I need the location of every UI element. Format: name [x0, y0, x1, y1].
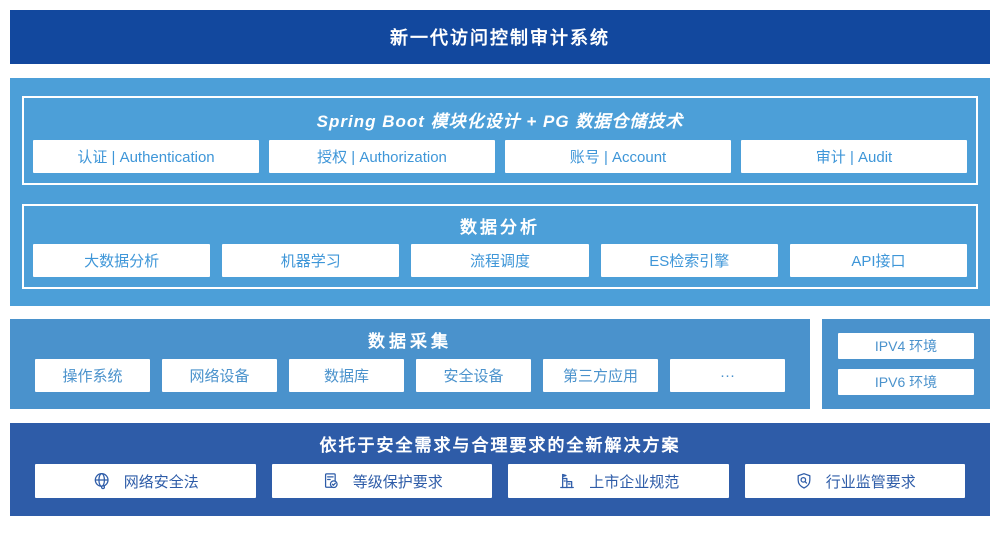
solution-title: 依托于安全需求与合理要求的全新解决方案 [319, 436, 681, 455]
solution-section: 依托于安全需求与合理要求的全新解决方案 网络安全法 [10, 423, 990, 516]
ipv4-chip: IPV4 环境 [838, 333, 974, 359]
solution-chip-listed-company: 上市企业规范 [508, 464, 729, 498]
collection-chip-network-device: 网络设备 [162, 359, 277, 392]
data-analysis-title: 数据分析 [460, 217, 540, 237]
analysis-chip-es-search: ES检索引擎 [600, 244, 778, 277]
analysis-chip-bigdata: 大数据分析 [33, 244, 211, 277]
data-collection-title: 数据采集 [368, 331, 452, 351]
solution-chip-protection-level: 等级保护要求 [271, 464, 492, 498]
collection-chip-os: 操作系统 [35, 359, 150, 392]
analysis-chip-machine-learning: 机器学习 [222, 244, 400, 277]
module-chip-account: 账号 | Account [505, 140, 731, 173]
platform-section: Spring Boot 模块化设计 + PG 数据仓储技术 认证 | Authe… [10, 78, 990, 306]
solution-chip-cybersecurity-law: 网络安全法 [35, 464, 256, 498]
springboot-module-title: Spring Boot 模块化设计 + PG 数据仓储技术 [316, 111, 684, 131]
globe-icon [92, 471, 112, 491]
ipv6-chip: IPV6 环境 [838, 369, 974, 395]
data-collection-row: 操作系统 网络设备 数据库 安全设备 第三方应用 ··· [10, 359, 810, 392]
module-chip-authentication: 认证 | Authentication [33, 140, 259, 173]
analysis-chip-scheduling: 流程调度 [411, 244, 589, 277]
data-analysis-block: 数据分析 大数据分析 机器学习 流程调度 ES检索引擎 API接口 [22, 204, 978, 289]
solution-row: 网络安全法 等级保护要求 [10, 464, 990, 498]
module-chip-audit: 审计 | Audit [741, 140, 967, 173]
analysis-chip-api: API接口 [789, 244, 968, 277]
network-environment-section: IPV4 环境 IPV6 环境 [822, 319, 990, 409]
solution-chip-industry-regulation: 行业监管要求 [744, 464, 965, 498]
module-chip-authorization: 授权 | Authorization [269, 140, 495, 173]
solution-chip-label: 网络安全法 [123, 473, 199, 491]
springboot-module-block: Spring Boot 模块化设计 + PG 数据仓储技术 认证 | Authe… [22, 96, 978, 185]
shield-search-icon [794, 471, 814, 491]
collection-chip-more: ··· [670, 359, 785, 392]
springboot-module-row: 认证 | Authentication 授权 | Authorization 账… [24, 140, 976, 173]
document-check-icon [321, 471, 341, 491]
building-icon [557, 471, 577, 491]
data-collection-section: 数据采集 操作系统 网络设备 数据库 安全设备 第三方应用 ··· [10, 319, 810, 409]
architecture-diagram: 新一代访问控制审计系统 Spring Boot 模块化设计 + PG 数据仓储技… [0, 10, 1000, 539]
system-title: 新一代访问控制审计系统 [390, 28, 610, 48]
middle-row: 数据采集 操作系统 网络设备 数据库 安全设备 第三方应用 ··· IPV4 环… [10, 319, 990, 409]
collection-chip-security-device: 安全设备 [416, 359, 531, 392]
solution-chip-label: 等级保护要求 [352, 473, 443, 491]
solution-chip-label: 上市企业规范 [589, 473, 680, 491]
solution-chip-label: 行业监管要求 [825, 473, 916, 491]
collection-chip-database: 数据库 [289, 359, 404, 392]
data-analysis-row: 大数据分析 机器学习 流程调度 ES检索引擎 API接口 [24, 244, 976, 277]
collection-chip-third-party: 第三方应用 [543, 359, 658, 392]
system-title-banner: 新一代访问控制审计系统 [10, 10, 990, 64]
